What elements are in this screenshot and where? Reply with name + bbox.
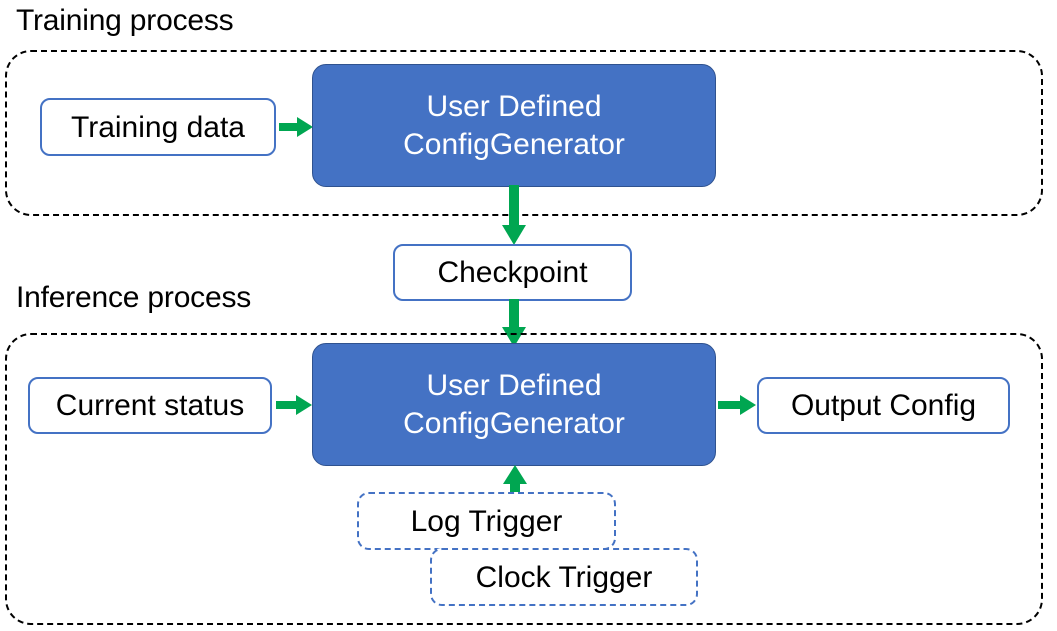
training-data-node[interactable]: Training data xyxy=(40,98,276,156)
inference-generator-line-2: ConfigGenerator xyxy=(403,406,625,440)
arrow-generator-to-checkpoint xyxy=(499,185,529,247)
inference-process-group xyxy=(5,333,1043,625)
training-config-generator-node[interactable]: User Defined ConfigGenerator xyxy=(312,64,716,187)
current-status-node[interactable]: Current status xyxy=(28,377,272,434)
output-config-node[interactable]: Output Config xyxy=(757,377,1010,434)
arrow-checkpoint-to-inference-generator xyxy=(499,299,529,349)
training-process-label: Training process xyxy=(16,4,234,37)
arrow-current-status-to-generator xyxy=(276,391,314,419)
arrow-training-data-to-generator xyxy=(279,113,315,141)
inference-generator-line-1: User Defined xyxy=(426,369,602,402)
inference-config-generator-node[interactable]: User Defined ConfigGenerator xyxy=(312,343,716,466)
training-process-group xyxy=(5,50,1043,216)
clock-trigger-node[interactable]: Clock Trigger xyxy=(430,548,698,606)
training-generator-line-1: User Defined xyxy=(426,90,602,123)
training-generator-line-2: ConfigGenerator xyxy=(403,127,625,161)
arrow-generator-to-output-config xyxy=(718,391,758,419)
arrow-triggers-to-generator xyxy=(500,464,530,500)
inference-process-label: Inference process xyxy=(16,281,252,314)
checkpoint-node[interactable]: Checkpoint xyxy=(393,244,632,301)
log-trigger-node[interactable]: Log Trigger xyxy=(357,492,616,550)
